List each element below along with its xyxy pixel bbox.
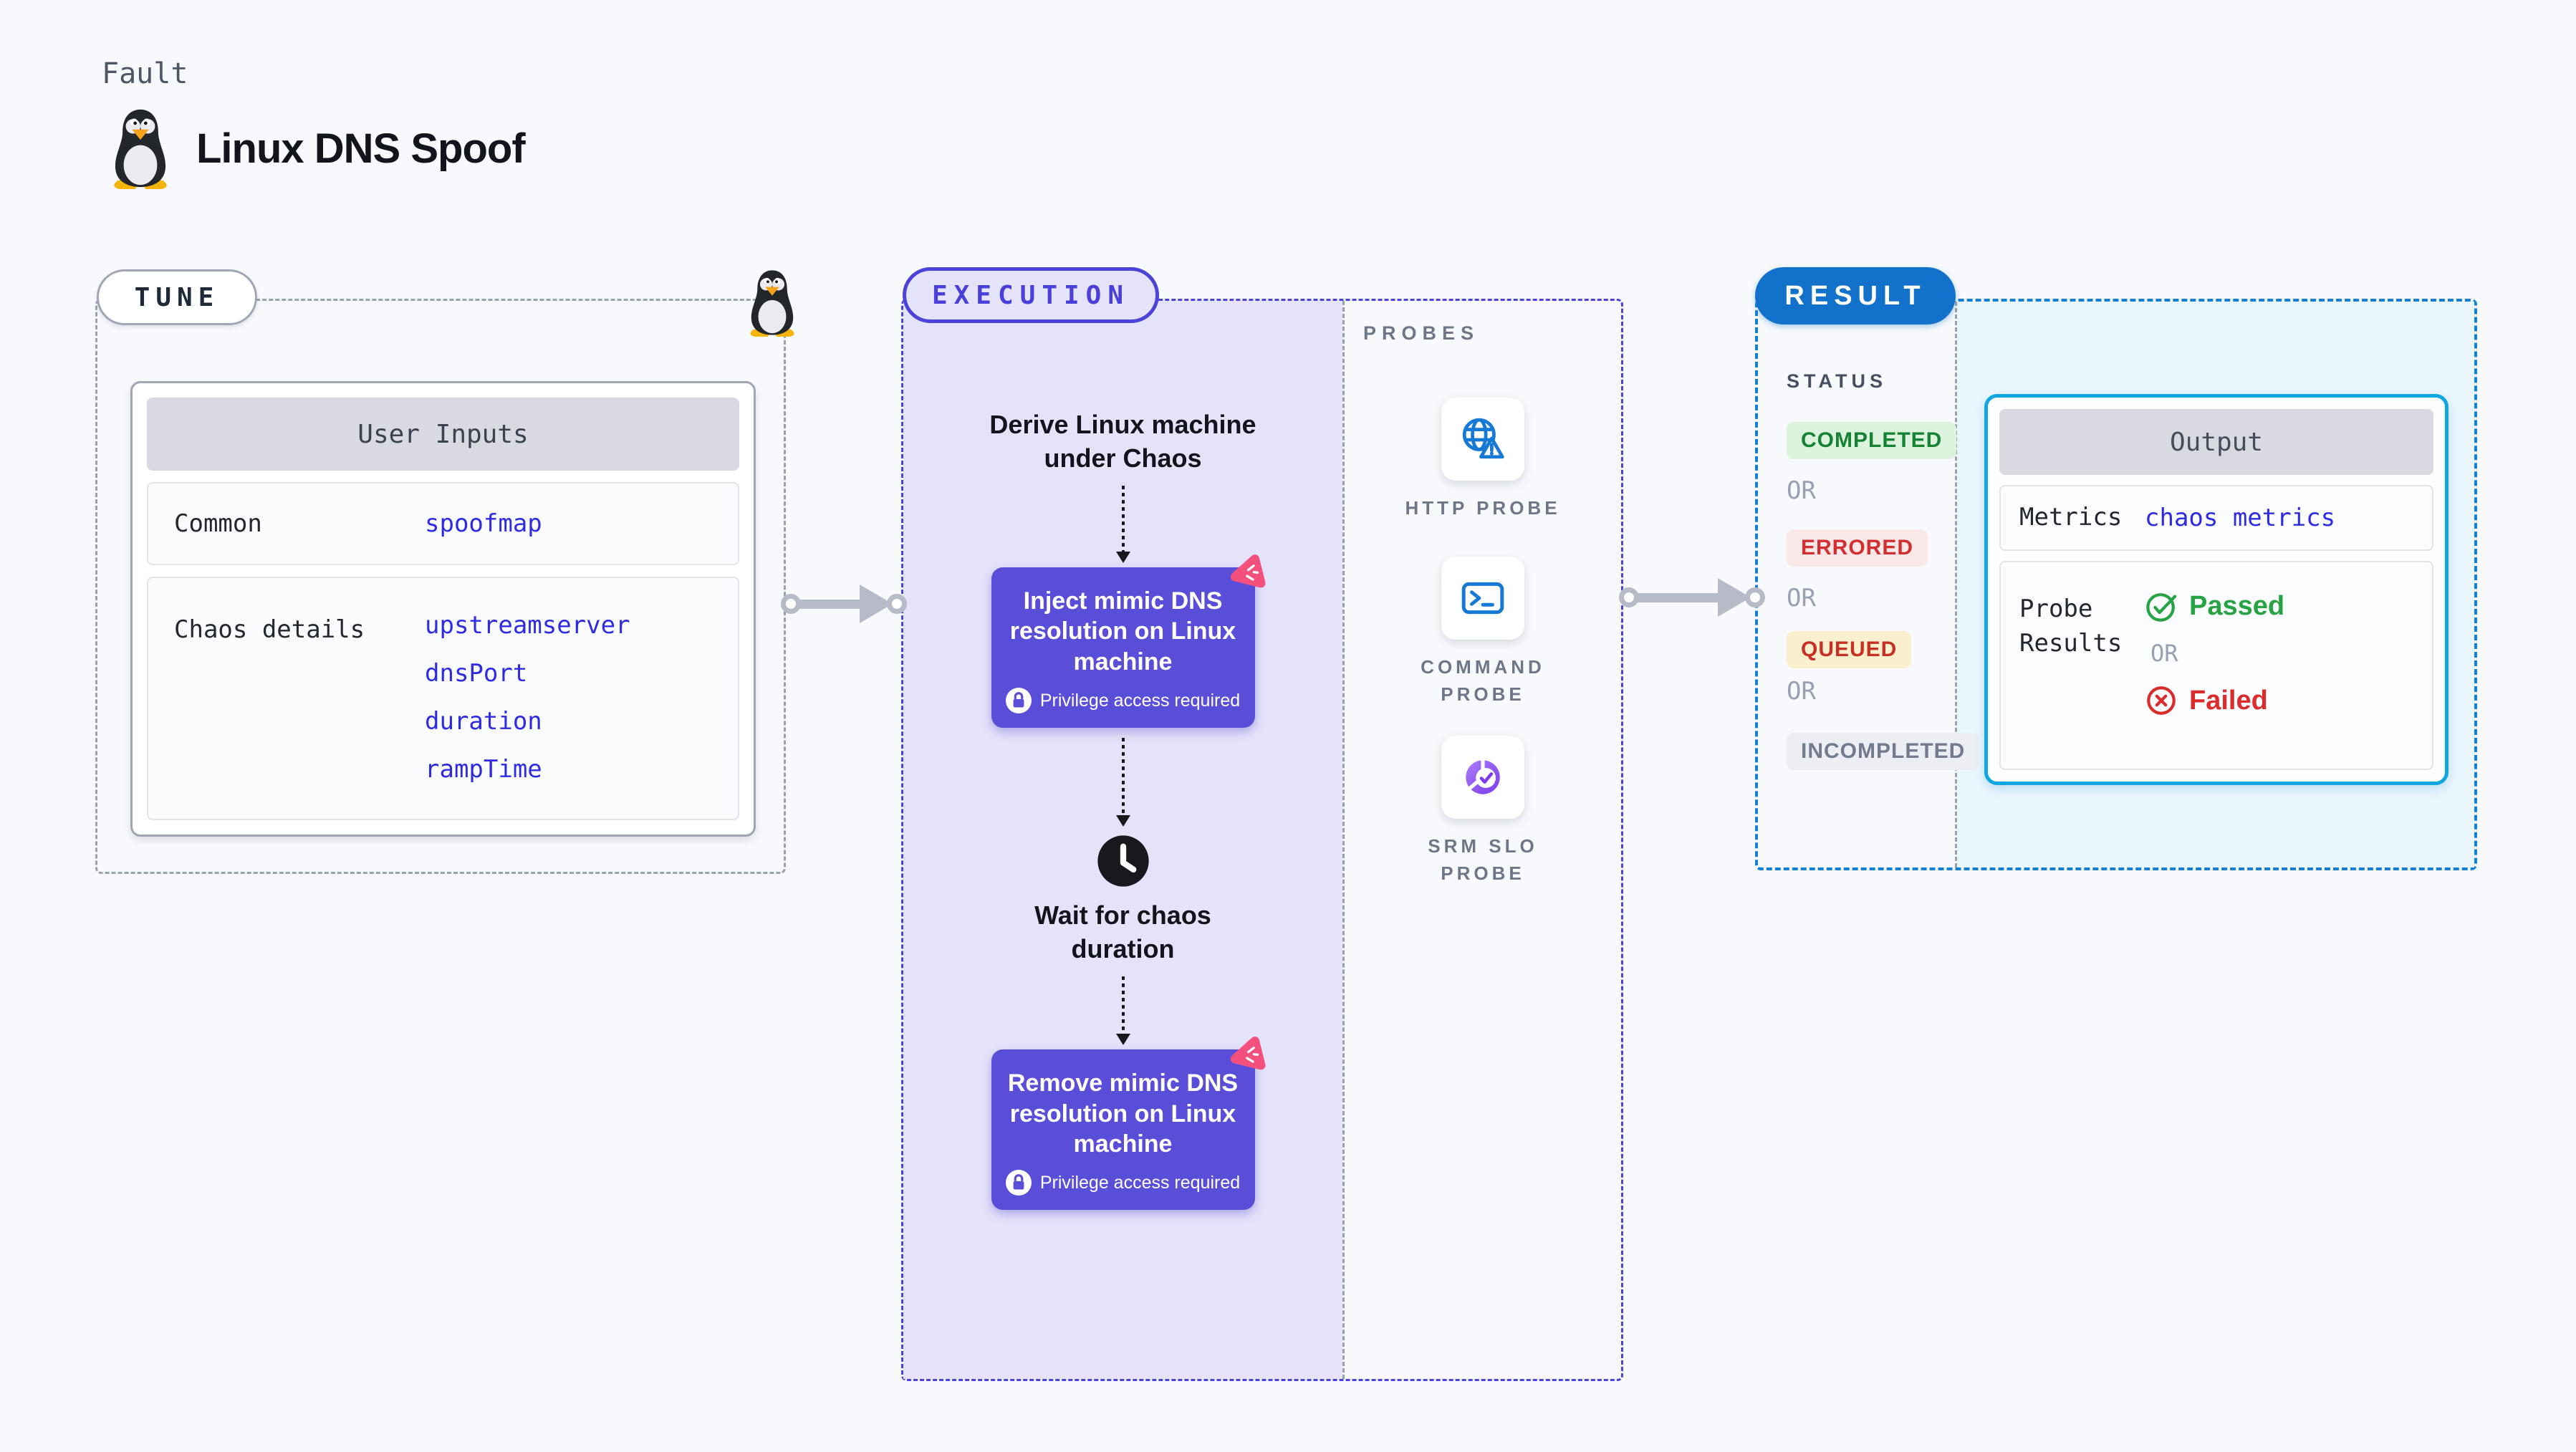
input-row-value: upstreamserver xyxy=(425,611,630,640)
chaos-details-values: upstreamserver dnsPort duration rampTime xyxy=(425,578,738,819)
probe-http: HTTP PROBE xyxy=(1345,398,1621,522)
probes-title: PROBES xyxy=(1363,322,1480,344)
lock-icon xyxy=(1005,688,1032,714)
step-remove-dns: Remove mimic DNS resolution on Linux mac… xyxy=(991,1036,1266,1211)
page-header: Linux DNS Spoof xyxy=(106,107,526,189)
user-inputs-card: User Inputs Common spoofmap Chaos detail… xyxy=(130,381,756,837)
flow-dotted-arrow xyxy=(1115,738,1130,827)
input-row-label: Common xyxy=(174,509,262,538)
x-circle-icon xyxy=(2147,686,2176,715)
status-title: STATUS xyxy=(1787,370,1887,392)
output-or: OR xyxy=(2150,640,2178,667)
arrow-start-node xyxy=(781,594,801,614)
output-metrics-row: Metrics chaos metrics xyxy=(1999,485,2433,551)
tux-penguin-corner-icon xyxy=(750,270,794,337)
user-inputs-title: User Inputs xyxy=(147,398,739,471)
privilege-label: Privilege access required xyxy=(1039,1172,1241,1193)
metrics-label: Metrics xyxy=(2019,503,2123,532)
flow-dotted-arrow xyxy=(1115,485,1130,563)
status-badge-queued: QUEUED xyxy=(1787,631,1912,668)
status-badge-errored: ERRORED xyxy=(1787,529,1928,567)
privilege-label: Privilege access required xyxy=(1039,690,1241,711)
execution-flow-panel: Derive Linux machine under Chaos Inject … xyxy=(903,301,1342,1379)
lock-icon xyxy=(1005,1170,1032,1196)
input-row-chaos-details: Chaos details upstreamserver dnsPort dur… xyxy=(147,577,739,820)
probes-panel: PROBES HTTP PROBE xyxy=(1342,301,1621,1379)
flow-dotted-arrow xyxy=(1115,976,1130,1045)
step-label: Remove mimic DNS resolution on Linux mac… xyxy=(1007,1069,1239,1158)
arrow-end-node xyxy=(1745,587,1765,607)
step-label: Inject mimic DNS resolution on Linux mac… xyxy=(1009,587,1236,676)
chaos-burst-icon xyxy=(1230,554,1266,588)
probe-card xyxy=(1441,557,1524,640)
globe-alert-icon xyxy=(1462,418,1504,459)
probe-label: SRM SLO PROBE xyxy=(1428,835,1538,884)
privilege-row: Privilege access required xyxy=(1005,1170,1241,1196)
slo-donut-icon xyxy=(1466,759,1500,794)
probe-results-label: Probe Results xyxy=(2019,595,2123,658)
input-row-value: rampTime xyxy=(425,755,542,784)
terminal-icon xyxy=(1461,582,1504,615)
privilege-row: Privilege access required xyxy=(1005,688,1241,714)
status-or: OR xyxy=(1787,476,1816,505)
check-circle-icon xyxy=(2146,593,2177,622)
input-row-value: spoofmap xyxy=(425,509,542,538)
tune-to-execution-arrow xyxy=(781,584,907,624)
tune-badge: TUNE xyxy=(97,269,257,325)
result-badge: RESULT xyxy=(1755,267,1956,324)
tux-penguin-icon xyxy=(114,109,167,189)
failed-line: Failed xyxy=(2145,684,2432,717)
output-title: Output xyxy=(1999,409,2433,475)
wait-clock xyxy=(1096,834,1150,892)
execution-to-result-arrow xyxy=(1619,577,1765,617)
execution-section-box: Derive Linux machine under Chaos Inject … xyxy=(901,299,1623,1381)
failed-label: Failed xyxy=(2189,685,2268,716)
page-title: Linux DNS Spoof xyxy=(196,125,526,172)
metrics-value: chaos metrics xyxy=(2145,504,2336,532)
arrow-line xyxy=(1638,592,1719,602)
arrow-end-node xyxy=(887,594,907,614)
input-row-value: duration xyxy=(425,707,542,736)
probe-label: COMMAND PROBE xyxy=(1421,656,1545,705)
step-wait-duration: Wait for chaos duration xyxy=(1034,900,1211,963)
probe-card xyxy=(1441,398,1524,481)
probe-results-values: Passed OR Failed xyxy=(2145,562,2432,769)
status-column: STATUS COMPLETED OR ERRORED OR QUEUED OR… xyxy=(1758,302,1980,867)
execution-badge: EXECUTION xyxy=(903,267,1159,323)
status-badge-completed: COMPLETED xyxy=(1787,422,1957,459)
probe-command: COMMAND PROBE xyxy=(1345,557,1621,708)
output-card: Output Metrics chaos metrics Probe Resul… xyxy=(1984,394,2448,785)
status-badge-incompleted: INCOMPLETED xyxy=(1787,733,1980,770)
input-row-common: Common spoofmap xyxy=(147,482,739,565)
step-inject-dns: Inject mimic DNS resolution on Linux mac… xyxy=(991,554,1266,729)
probe-card xyxy=(1441,736,1524,819)
input-row-label: Chaos details xyxy=(174,615,365,644)
fault-kicker: Fault xyxy=(102,57,188,90)
step-derive-machine: Derive Linux machine under Chaos xyxy=(989,410,1256,473)
status-or: OR xyxy=(1787,677,1816,706)
passed-label: Passed xyxy=(2189,590,2285,621)
chaos-burst-icon xyxy=(1230,1036,1266,1070)
arrow-start-node xyxy=(1619,587,1639,607)
probe-label: HTTP PROBE xyxy=(1405,497,1561,519)
passed-line: Passed xyxy=(2145,590,2432,622)
clock-icon xyxy=(1097,835,1149,887)
input-row-value: dnsPort xyxy=(425,659,528,688)
tune-section-box xyxy=(95,299,786,874)
output-probe-results-row: Probe Results Passed OR Failed xyxy=(1999,561,2433,770)
arrow-line xyxy=(799,599,861,609)
probe-srm-slo: SRM SLO PROBE xyxy=(1345,736,1621,887)
status-or: OR xyxy=(1787,584,1816,612)
